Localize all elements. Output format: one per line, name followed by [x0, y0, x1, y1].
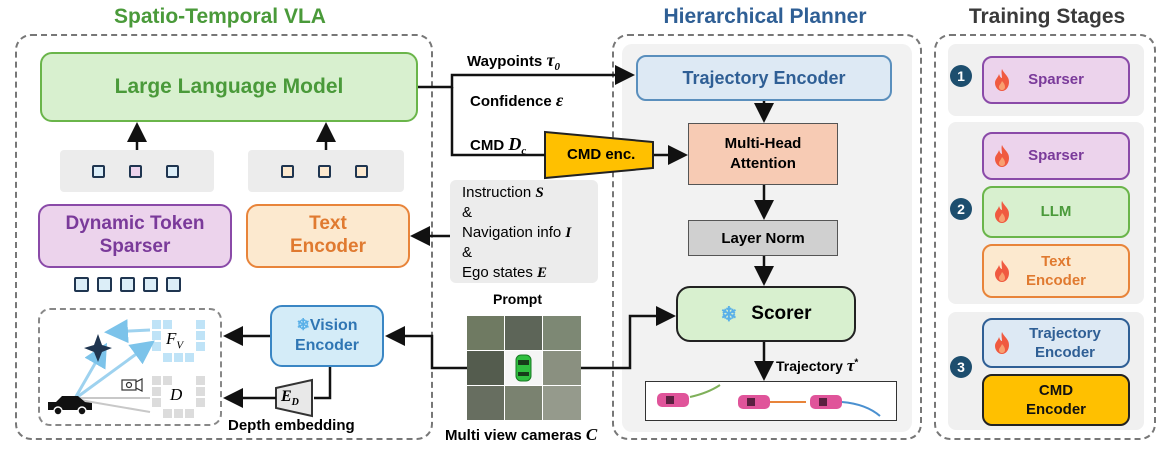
prompt-box	[450, 180, 598, 283]
camera-view	[543, 316, 581, 350]
fire-icon	[995, 145, 1009, 167]
ego-car-icon	[515, 354, 532, 382]
camera-view	[467, 351, 504, 385]
text-encoder-label-line1: Text	[309, 213, 347, 235]
visual-token	[97, 277, 112, 292]
depth-grid	[152, 376, 205, 418]
layer-norm-box: Layer Norm	[688, 220, 838, 256]
waypoints-label: Waypoints τ0	[467, 50, 560, 73]
stage-3-badge: 3	[950, 356, 972, 378]
visual-token	[143, 277, 158, 292]
cmd-label: CMD Dc	[470, 134, 527, 157]
camera-view	[505, 316, 542, 350]
camera-view	[543, 386, 581, 420]
scene-box	[38, 308, 222, 426]
dynamic-token-sparser-box: Dynamic Token Sparser	[38, 204, 232, 268]
vision-token	[166, 165, 179, 178]
landmark-star-icon	[84, 334, 112, 362]
multi-head-attention-box: Multi-Head Attention	[688, 123, 838, 185]
cameras-label: Multi view cameras C	[445, 425, 598, 444]
depth-embedding-label: Depth embedding	[228, 417, 355, 434]
scorer-snowflake-icon: ❄	[720, 303, 738, 326]
vla-title: Spatio-Temporal VLA	[114, 5, 326, 28]
prompt-text: Instruction S & Navigation info I & Ego …	[462, 183, 571, 283]
stage-1-badge: 1	[950, 65, 972, 87]
prompt-amp-2: &	[462, 244, 473, 261]
prompt-title: Prompt	[493, 291, 542, 307]
stage-2-badge: 2	[950, 198, 972, 220]
fire-icon	[995, 69, 1009, 91]
confidence-label: Confidence ε	[470, 90, 564, 110]
vision-encoder-label-line1: ❄Vision	[296, 317, 358, 334]
trajectory-cars	[657, 384, 881, 417]
car-icon	[48, 396, 92, 416]
depth-encoder-shape	[275, 378, 313, 418]
vision-encoder-label-line2: Encoder	[294, 337, 359, 354]
stage-2-text-encoder: Text Encoder	[982, 244, 1130, 298]
text-encoder-box: Text Encoder	[246, 204, 410, 268]
stage-2-sparser: Sparser	[982, 132, 1130, 180]
scorer-box: ❄Scorer	[676, 286, 856, 342]
cmd-encoder-label: CMD enc.	[567, 146, 636, 163]
sparser-label-line2: Sparser	[99, 236, 171, 257]
camera-view	[467, 386, 504, 420]
stage-1-sparser: Sparser	[982, 56, 1130, 104]
prompt-navigation: Navigation info I	[462, 224, 572, 241]
visual-token	[74, 277, 89, 292]
fv-grid	[152, 320, 205, 362]
d-label: D	[170, 385, 183, 404]
stage-2-llm: LLM	[982, 186, 1130, 238]
fire-icon	[995, 260, 1009, 282]
fire-icon	[995, 332, 1009, 354]
snowflake-icon: ❄	[296, 317, 310, 334]
trajectory-encoder-box: Trajectory Encoder	[636, 55, 892, 101]
trajectory-output-label: Trajectory τ*	[776, 356, 859, 375]
text-token	[318, 165, 331, 178]
camera-view	[467, 316, 504, 350]
text-encoder-label-line2: Encoder	[289, 236, 367, 257]
prompt-instruction: Instruction S	[462, 184, 544, 201]
stages-title: Training Stages	[968, 5, 1126, 28]
camera-grid	[467, 316, 581, 420]
depth-encoder-label: ED	[281, 388, 299, 409]
planner-container	[612, 34, 922, 440]
sparser-label-line1: Dynamic Token	[65, 213, 205, 235]
prompt-ego: Ego states E	[462, 264, 548, 281]
stage-3-cmd-encoder: CMD Encoder	[982, 374, 1130, 426]
planner-title: Hierarchical Planner	[663, 5, 867, 28]
prompt-amp-1: &	[462, 204, 473, 221]
llm-box: Large Language Model	[40, 52, 418, 122]
vision-encoder-box: ❄Vision Encoder	[270, 305, 384, 367]
fire-icon	[995, 201, 1009, 223]
visual-token	[120, 277, 135, 292]
stages-container	[934, 34, 1156, 440]
visual-token	[166, 277, 181, 292]
text-token	[355, 165, 368, 178]
fv-label: FV	[166, 329, 184, 352]
text-token	[281, 165, 294, 178]
vision-token	[92, 165, 105, 178]
stage-3-trajectory-encoder: Trajectory Encoder	[982, 318, 1130, 368]
camera-view	[505, 386, 542, 420]
llm-label: Large Language Model	[114, 75, 344, 98]
camera-view	[543, 351, 581, 385]
vision-token	[129, 165, 142, 178]
small-camera-icon	[121, 378, 143, 392]
cmd-encoder-shape	[544, 130, 654, 180]
